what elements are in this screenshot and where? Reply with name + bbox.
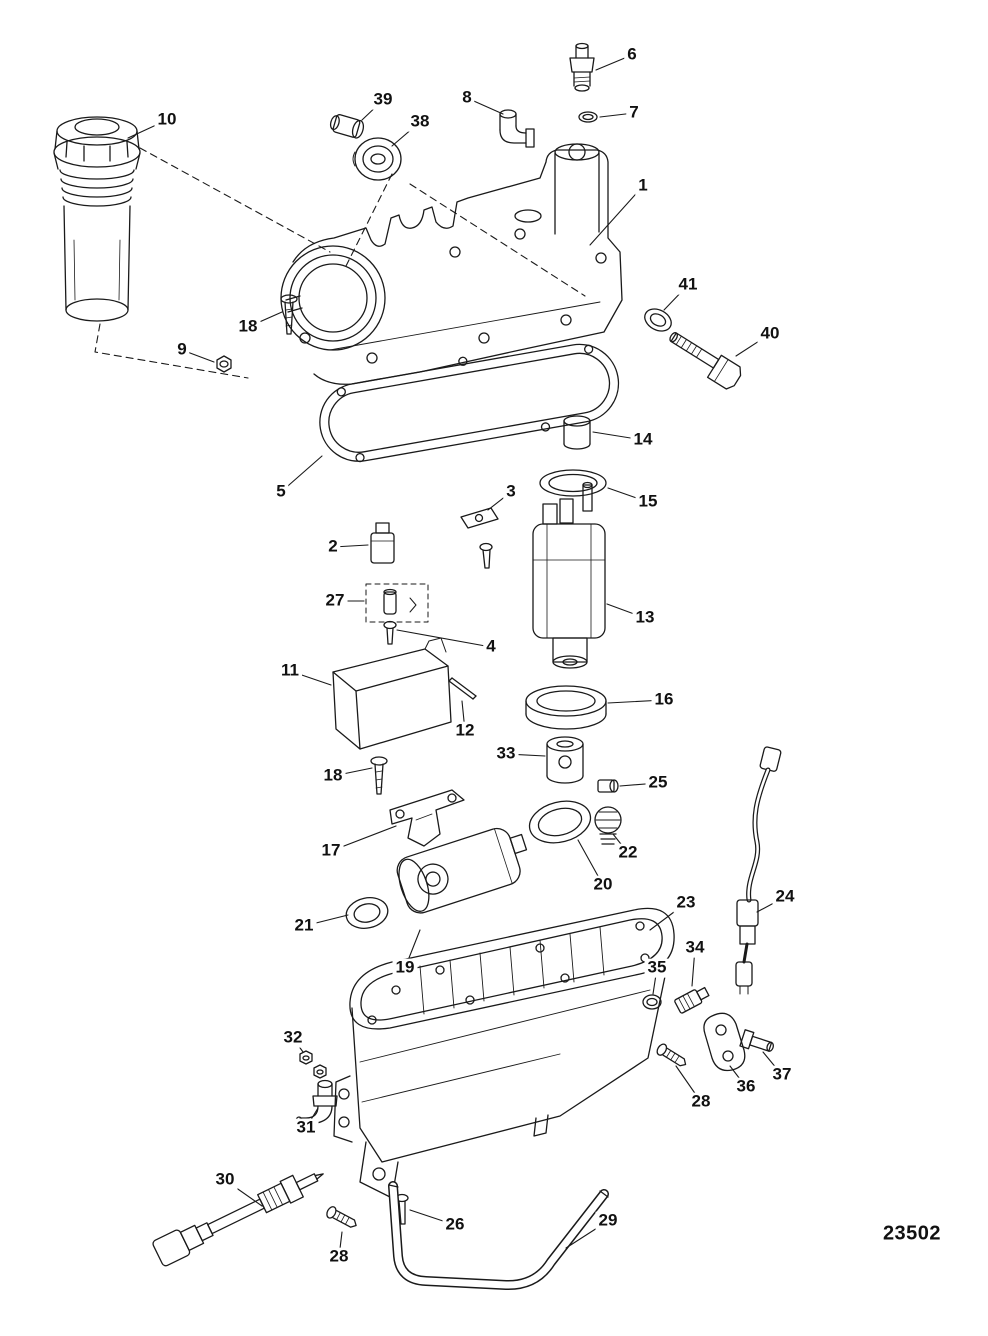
leader-15 xyxy=(607,487,649,503)
leader-35 xyxy=(652,967,658,995)
part-fuel-pump-19 xyxy=(396,827,528,914)
leader-8 xyxy=(466,97,504,115)
leader-38 xyxy=(391,121,421,147)
leader-1 xyxy=(589,185,644,246)
leader-23 xyxy=(649,902,687,931)
leader-7 xyxy=(599,112,635,118)
part-fuel-pump-13 xyxy=(532,481,606,669)
part-spacer-14 xyxy=(563,415,591,450)
leader-19 xyxy=(404,929,421,969)
part-elbow-8 xyxy=(499,109,535,148)
part-sensor-30 xyxy=(152,1173,324,1267)
part-float-box-11 xyxy=(332,637,452,750)
part-seal-ring-15 xyxy=(539,469,607,497)
diagram-id: 23502 xyxy=(882,1222,942,1245)
part-fitting-39 xyxy=(329,114,365,139)
part-float-sensor-24 xyxy=(735,746,782,995)
leader-10 xyxy=(127,119,168,139)
callout-leader-lines xyxy=(127,54,786,1258)
part-oring-35 xyxy=(642,994,662,1010)
part-cam-bracket-36 xyxy=(703,1012,746,1072)
part-washer-41 xyxy=(644,308,672,332)
part-fitting-34 xyxy=(674,986,710,1014)
leader-26 xyxy=(409,1209,456,1226)
leader-25 xyxy=(619,782,659,787)
leader-40 xyxy=(735,333,771,357)
leader-37 xyxy=(762,1051,783,1076)
part-fitting-6 xyxy=(569,42,595,92)
leader-34 xyxy=(691,947,696,987)
leader-6 xyxy=(595,54,633,71)
leader-12 xyxy=(461,700,466,732)
leader-20 xyxy=(577,839,604,886)
part-screw-4 xyxy=(383,620,397,645)
leader-33 xyxy=(505,753,546,757)
part-tank-body-23 xyxy=(333,907,675,1199)
leader-18a xyxy=(247,311,283,328)
part-elbow-31 xyxy=(295,1079,338,1126)
leader-4 xyxy=(396,629,492,648)
leader-36 xyxy=(729,1065,747,1088)
part-sleeve-33 xyxy=(546,736,584,784)
part-grommet-38 xyxy=(352,137,402,181)
leader-32 xyxy=(292,1037,304,1053)
leader-30 xyxy=(224,1179,263,1207)
part-washers-32 xyxy=(299,1050,327,1079)
leader-13 xyxy=(606,603,646,619)
part-filter-canister xyxy=(53,116,141,322)
part-seal-7 xyxy=(578,111,598,123)
leader-3 xyxy=(487,491,512,511)
leader-28b xyxy=(338,1231,343,1258)
leader-28a xyxy=(675,1065,702,1103)
leader-2 xyxy=(332,544,369,548)
part-cup-16 xyxy=(525,685,607,730)
part-screw-18a xyxy=(280,294,298,335)
part-screw-18b xyxy=(370,756,388,795)
part-plug-25 xyxy=(597,779,619,793)
part-gasket-5 xyxy=(319,343,620,463)
leader-5 xyxy=(280,455,323,493)
part-kit-27 xyxy=(365,583,429,623)
part-hose-29 xyxy=(388,1181,609,1291)
leader-21 xyxy=(303,914,349,927)
leader-39 xyxy=(361,99,384,121)
part-bolt-37 xyxy=(739,1029,774,1052)
leader-16 xyxy=(607,699,665,704)
part-seal-20 xyxy=(528,800,592,844)
leader-24 xyxy=(756,896,786,913)
part-cover xyxy=(280,143,623,385)
leader-14 xyxy=(592,431,644,441)
part-screw-28a xyxy=(656,1043,687,1067)
part-screw-28b xyxy=(326,1206,357,1228)
part-bolt-40 xyxy=(669,332,742,390)
leader-18b xyxy=(332,767,373,777)
part-clip-3 xyxy=(460,507,499,569)
part-nut-9 xyxy=(216,355,232,373)
part-pin-12 xyxy=(448,677,477,700)
part-fitting-2 xyxy=(370,522,395,564)
leader-17 xyxy=(330,825,397,852)
projection-lines xyxy=(94,147,586,379)
leader-22 xyxy=(612,833,629,854)
leader-11 xyxy=(289,670,332,686)
leader-41 xyxy=(663,284,689,311)
part-bracket-17 xyxy=(389,789,465,847)
leader-9 xyxy=(181,349,215,363)
part-grommet-21 xyxy=(345,897,389,929)
